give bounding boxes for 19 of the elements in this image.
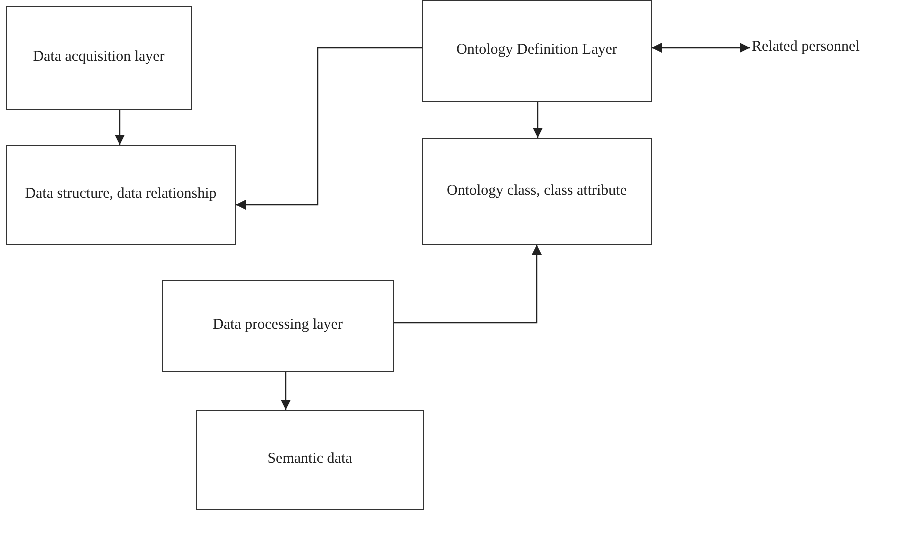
node-label: Related personnel [752,38,860,58]
arrow [652,43,750,53]
arrow [115,110,125,145]
node-label: Semantic data [268,450,352,470]
process-box [422,0,652,102]
node-label: Data processing layer [213,316,343,336]
arrow [281,372,291,410]
process-box [6,6,192,110]
process-box [6,145,236,245]
node-label: Ontology Definition Layer [456,41,618,60]
arrow [533,102,543,138]
process-box [162,280,394,372]
node-label: Ontology class, class attribute [447,182,627,201]
arrow [236,47,422,210]
arrow [394,245,542,324]
node-label: Data acquisition layer [33,48,165,68]
node-label: Data structure, data relationship [25,185,217,204]
process-box [196,410,424,510]
process-box [422,138,652,245]
